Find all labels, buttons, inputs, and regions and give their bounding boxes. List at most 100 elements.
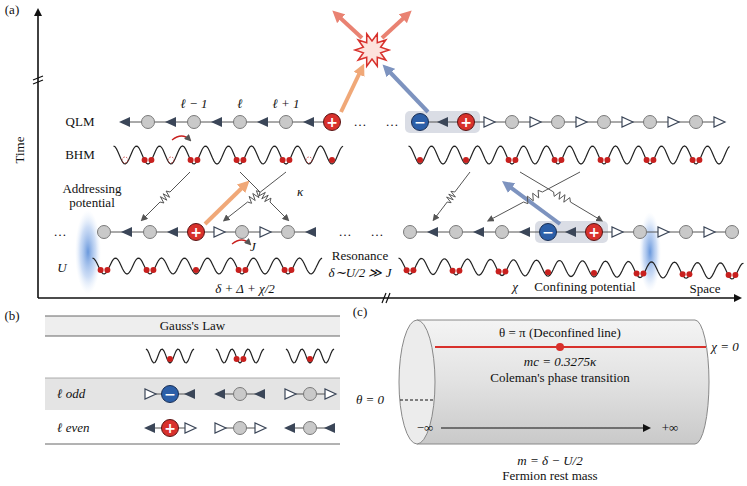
figure-label: Addressing potential xyxy=(56,182,128,211)
atom xyxy=(240,356,246,362)
figure-shape xyxy=(45,378,340,410)
figure-shape xyxy=(405,111,480,133)
figure-shape xyxy=(639,212,661,292)
charge-circle: + xyxy=(187,223,205,241)
figure-label: Time xyxy=(13,137,27,164)
cylinder-body xyxy=(417,320,709,444)
atom xyxy=(552,157,558,163)
link-arrow-left xyxy=(254,389,265,399)
figure-label: … xyxy=(386,115,399,129)
atom xyxy=(234,356,240,362)
matter-site xyxy=(282,226,295,239)
figure-label: … xyxy=(371,225,384,239)
chain-line xyxy=(104,232,311,233)
node-text: mc = 0.3275κ xyxy=(524,354,596,370)
figure-shape xyxy=(205,184,246,224)
atom xyxy=(240,157,246,163)
matter-site xyxy=(506,116,519,129)
atom xyxy=(450,268,456,274)
link-arrow-right xyxy=(145,389,156,399)
atom xyxy=(634,271,640,277)
link-arrow-left xyxy=(473,227,484,237)
figure-shape xyxy=(535,221,608,243)
coupling-line xyxy=(520,172,601,221)
figure-shape xyxy=(45,316,340,317)
atom xyxy=(456,268,462,274)
coupling-line xyxy=(434,172,470,220)
matter-site xyxy=(98,226,111,239)
atom xyxy=(604,157,610,163)
figure-label: (b) xyxy=(4,309,19,323)
link-arrow-left xyxy=(121,227,132,237)
atom xyxy=(104,267,110,273)
atom xyxy=(650,157,656,163)
figure-label: δ∼U/2 ≫ J xyxy=(329,266,392,280)
matter-site xyxy=(680,226,693,239)
charge-sign: + xyxy=(460,115,472,129)
critical-point xyxy=(556,343,564,351)
atom xyxy=(506,157,512,163)
charge-sign: − xyxy=(542,225,554,239)
atom xyxy=(144,267,150,273)
atom xyxy=(404,267,410,273)
atom xyxy=(545,269,551,275)
link-arrow-left xyxy=(184,389,195,399)
link-arrow-right xyxy=(255,423,266,433)
charge-sign: + xyxy=(588,225,600,239)
atom xyxy=(502,269,508,275)
atom xyxy=(512,157,518,163)
vacancy xyxy=(168,157,174,163)
optical-lattice xyxy=(409,146,730,164)
link-arrow-right xyxy=(622,117,633,127)
atom xyxy=(242,267,248,273)
charge-circle: + xyxy=(457,113,475,131)
atom xyxy=(142,157,148,163)
atom xyxy=(329,157,335,163)
matter-site xyxy=(236,226,249,239)
atom xyxy=(640,271,646,277)
node-text: ℓ even xyxy=(57,420,89,436)
figure-shape xyxy=(45,316,340,336)
node-text: ℓ odd xyxy=(57,386,85,402)
figure-label: ℓ + 1 xyxy=(272,97,299,111)
figure-shape xyxy=(506,184,560,224)
matter-site xyxy=(304,422,317,435)
link-arrow-left xyxy=(165,117,176,127)
coupling-line xyxy=(142,172,190,220)
figure-label: … xyxy=(354,115,367,129)
figure-shape xyxy=(75,210,101,294)
figure-shape xyxy=(37,10,39,298)
charge-circle: − xyxy=(411,113,429,131)
node-text: Gauss's Law xyxy=(160,318,226,334)
link-arrow-right xyxy=(484,117,495,127)
matter-site xyxy=(144,226,157,239)
charge-circle: + xyxy=(161,419,179,437)
link-arrow-right xyxy=(185,423,196,433)
atom xyxy=(236,267,242,273)
charge-sign: − xyxy=(414,115,426,129)
atom xyxy=(193,267,199,273)
deconfined-line xyxy=(435,346,706,348)
link-arrow-left xyxy=(305,227,316,237)
atom xyxy=(194,157,200,163)
matter-site xyxy=(304,388,317,401)
link-arrow-right xyxy=(704,227,715,237)
matter-site xyxy=(598,116,611,129)
link-arrow-left xyxy=(284,423,295,433)
coupling-line xyxy=(489,172,580,221)
well-icon xyxy=(146,349,194,363)
matter-site xyxy=(690,116,703,129)
matter-site xyxy=(280,116,293,129)
well-icon xyxy=(216,349,264,363)
atom xyxy=(463,157,469,163)
matter-site xyxy=(726,226,739,239)
figure-label: J xyxy=(250,240,256,254)
atom xyxy=(286,157,292,163)
figure-label: BHM xyxy=(65,148,95,162)
atom xyxy=(98,267,104,273)
atom xyxy=(690,157,696,163)
link-arrow-left xyxy=(257,117,268,127)
atom xyxy=(598,157,604,163)
link-arrow-right xyxy=(214,227,225,237)
link-arrow-left xyxy=(211,117,222,127)
